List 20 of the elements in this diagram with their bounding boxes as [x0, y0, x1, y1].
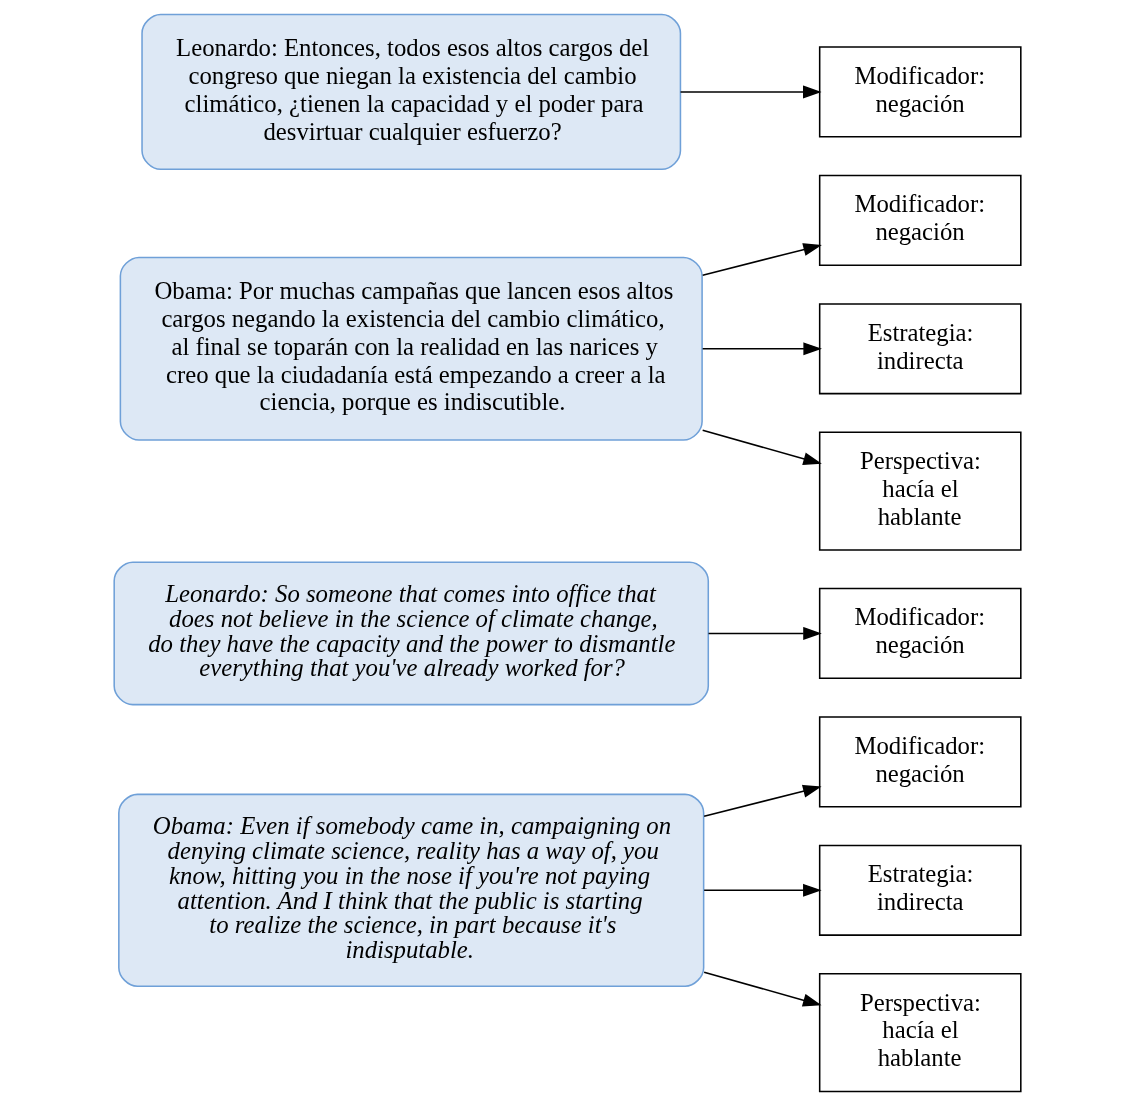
node-box: Modificador: negación: [818, 174, 1022, 266]
arrow: [703, 883, 822, 897]
node-box: Leonardo: So someone that comes into office that does not believe in the science of climate change, do they have the capacity and the power to dismantle everything that you've already worked for?: [113, 561, 710, 706]
arrow: [703, 971, 822, 1007]
node-box: Obama: Even if somebody came in, campaigning on denying climate science, reality has a way of, you know, hitting you in the nose if you're not paying attention. And I think that the public is starting to realize the science, in part because it's indisputable.: [118, 793, 705, 987]
node-box: Perspectiva: hacía el hablante: [818, 431, 1022, 551]
node-box: Modificador: negación: [818, 716, 1022, 808]
arrow: [703, 784, 822, 818]
node-box: Leonardo: Entonces, todos esos altos cargos del congreso que niegan la existencia del cambio climático, ¿tienen la capacidad y el poder para desvirtuar cualquier esfuerzo?: [141, 13, 682, 171]
node-box: Modificador: negación: [818, 46, 1022, 138]
arrow: [701, 342, 822, 356]
node-box: Modificador: negación: [818, 587, 1022, 680]
node-box: Perspectiva: hacía el hablante: [818, 973, 1022, 1093]
arrow: [707, 626, 822, 640]
arrow: [701, 243, 822, 276]
node-box: Estrategia: indirecta: [818, 303, 1022, 395]
node-box: Estrategia: indirecta: [818, 844, 1022, 936]
arrow: [701, 429, 822, 466]
node-box: Obama: Por muchas campañas que lancen esos altos cargos negando la existencia del cambio climático, al final se toparán con la realidad en las narices y creo que la ciudadanía está empezando a creer a la ciencia, porque es indiscutible.: [119, 256, 703, 441]
arrow: [679, 85, 822, 99]
